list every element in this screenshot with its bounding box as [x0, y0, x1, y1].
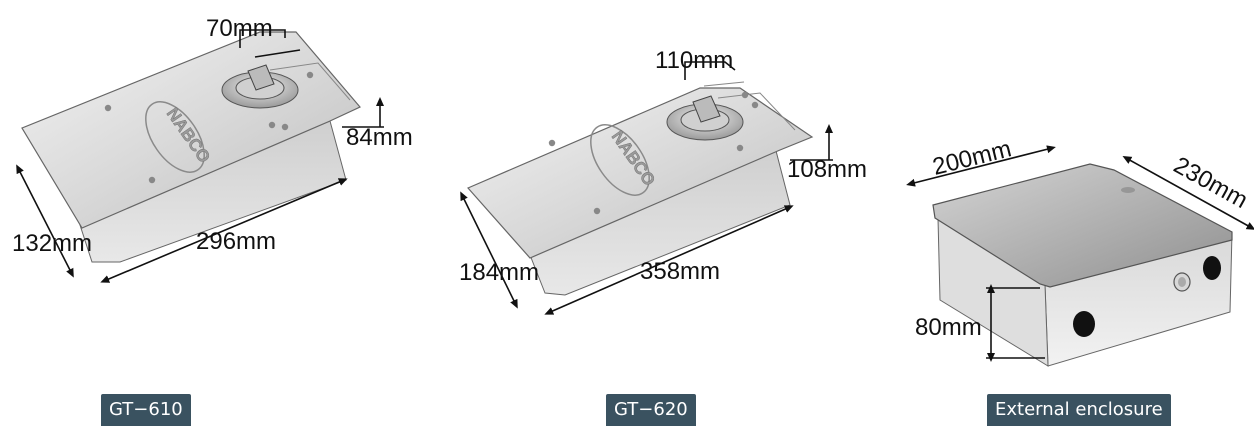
enclosure-height-dim: 80mm [915, 314, 982, 341]
product-diagram: NABCO 70mm 84mm 132mm 296mm NABCO 110mm … [12, 15, 1254, 367]
gt610-height-dim: 84mm [346, 124, 413, 151]
gt610-width-dim: 132mm [12, 230, 92, 257]
gt620-spindle-dim: 110mm [655, 47, 733, 74]
gt620-height-dim: 108mm [787, 156, 867, 183]
gt610-closer: NABCO [21, 31, 361, 263]
gt610-label: GT−610 [101, 394, 191, 426]
gt620-width-dim: 184mm [459, 259, 539, 286]
gt620-label: GT−620 [606, 394, 696, 426]
external-enclosure-label: External enclosure [987, 394, 1171, 426]
enclosure-width-dim: 200mm [930, 135, 1014, 181]
gt610-length-dim: 296mm [196, 228, 276, 255]
gt620-length-dim: 358mm [640, 258, 720, 285]
gt610-spindle-dim: 70mm [206, 15, 273, 42]
